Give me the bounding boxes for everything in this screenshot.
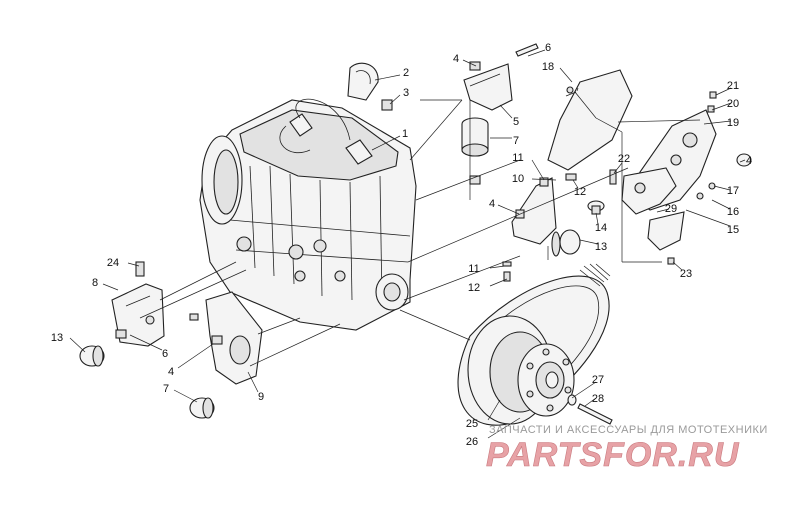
callout-leader-c4b [739,159,746,163]
callout-label-c7b: 7 [163,383,169,395]
callout-label-c22: 22 [618,153,630,165]
callout-leader-c17 [713,185,731,191]
callout-labels: 1234567182120194171615292223111012414131… [51,42,752,448]
callout-label-c3: 3 [403,87,409,99]
callout-label-c5: 5 [513,116,519,128]
assembly-lines [139,87,701,367]
callout-leader-c28 [584,397,597,407]
engine-block [199,98,417,331]
callout-label-c28: 28 [592,393,604,405]
callout-leader-c2 [374,74,401,81]
callout-leader-c11b [489,265,506,269]
callout-label-c15: 15 [727,224,739,236]
callout-leader-c27 [571,381,597,399]
callout-leader-c8 [102,283,119,291]
callout-leader-c16 [711,199,731,210]
left-mount-brackets [79,261,263,419]
pull-handle-part [347,62,393,111]
callout-label-c17: 17 [727,185,739,197]
callout-leader-c22 [613,162,623,174]
callout-leader-c11a [531,159,545,181]
callout-label-c20: 20 [727,98,739,110]
callout-leader-c24 [127,262,140,267]
callout-label-c8: 8 [92,277,98,289]
callout-label-c12a: 12 [574,186,586,198]
callout-leader-c4a [462,59,477,67]
callout-label-c16: 16 [727,206,739,218]
callout-leader-c13a [579,239,599,245]
callout-leader-c4d [177,343,214,369]
callout-label-c11a: 11 [512,152,523,164]
drive-clutch-and-belt [457,263,613,426]
callout-leaders [69,49,746,439]
callout-label-c11b: 11 [468,263,479,275]
watermark-brand: PARTSFOR.RU [486,436,740,474]
callout-leader-c10 [531,178,557,181]
callout-label-c23: 23 [680,268,692,280]
idler-bracket-assembly [587,91,752,265]
callout-label-c4c: 4 [489,198,495,210]
callout-leader-c6b [129,334,163,351]
callout-label-c29: 29 [665,203,677,215]
callout-leader-c5 [499,104,513,119]
callout-leader-c21 [715,87,732,96]
watermark-tagline: ЗАПЧАСТИ И АКСЕССУАРЫ ДЛЯ МОТОТЕХНИКИ [489,424,768,436]
callout-leader-c25 [487,399,501,421]
callout-leader-c6a [527,49,546,57]
callout-label-c24: 24 [107,257,119,269]
callout-leader-c4c [497,204,520,215]
callout-label-c7a: 7 [513,135,519,147]
callout-leader-c3 [389,94,401,105]
callout-label-c27: 27 [592,374,604,386]
callout-label-c2: 2 [403,67,409,79]
callout-leader-c29 [656,208,670,213]
callout-label-c6b: 6 [162,348,168,360]
callout-leader-c1 [371,135,401,151]
callout-leader-c18 [559,67,573,83]
callout-label-c10: 10 [512,173,524,185]
callout-label-c14: 14 [595,222,607,234]
callout-label-c25: 25 [466,418,478,430]
callout-leader-c14 [595,212,599,225]
upper-mount-bracket [461,43,539,185]
callout-label-c19: 19 [727,117,739,129]
middle-mount-bracket [502,173,581,282]
callout-label-c1: 1 [402,128,408,140]
callout-label-c12b: 12 [468,282,480,294]
callout-label-c26: 26 [466,436,478,448]
callout-leader-c12b [489,278,508,287]
callout-label-c21: 21 [727,80,739,92]
rear-plate [547,69,633,171]
callout-label-c13a: 13 [595,241,607,253]
callout-leader-c20 [711,102,732,111]
callout-leader-c23 [672,261,683,271]
callout-leader-c15 [685,209,731,227]
callout-label-c6a: 6 [545,42,551,54]
callout-label-c4b: 4 [746,155,752,167]
callout-leader-c13b [69,337,86,353]
callout-leader-c9 [247,371,259,393]
watermark: ЗАПЧАСТИ И АКСЕССУАРЫ ДЛЯ МОТОТЕХНИКИ PA… [486,424,768,474]
callout-leader-c7b [173,389,198,403]
callout-leader-c26 [487,417,521,439]
callout-label-c4a: 4 [453,53,459,65]
callout-label-c18: 18 [542,61,554,73]
callout-leader-c12a [572,179,579,189]
callout-leader-c19 [703,120,732,125]
callout-label-c4d: 4 [168,366,174,378]
callout-label-c9: 9 [258,391,264,403]
callout-label-c13b: 13 [51,332,63,344]
